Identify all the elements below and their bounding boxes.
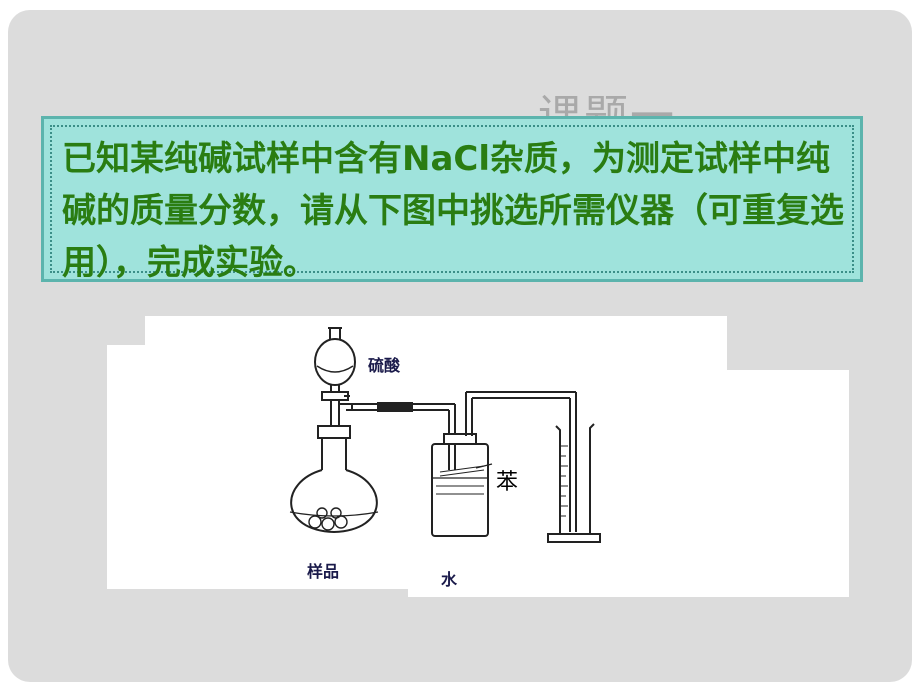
problem-text: 已知某纯碱试样中含有NaCl杂质，为测定试样中纯碱的质量分数，请从下图中挑选所需… [62,139,844,283]
outlet-tube [466,391,577,532]
text-box-border [50,125,854,273]
gas-washing-bottle [431,392,489,537]
label-benzene: 苯 [496,470,519,495]
round-bottom-flask [289,425,379,534]
delivery-tube [340,402,456,470]
separatory-funnel [314,327,356,428]
label-water: 水 [441,570,458,589]
label-sample: 样品 [307,562,340,581]
graduated-cylinder [547,423,601,543]
diagram-panel-right [408,370,849,597]
label-sulfuric-acid: 硫酸 [368,356,401,375]
problem-text-box: 已知某纯碱试样中含有NaCl杂质，为测定试样中纯碱的质量分数，请从下图中挑选所需… [41,116,863,283]
